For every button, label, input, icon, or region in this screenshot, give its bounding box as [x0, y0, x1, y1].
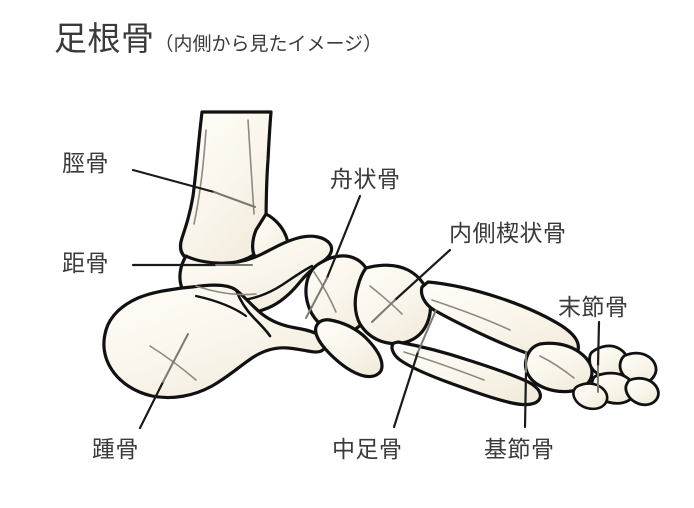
bone-cuboid — [314, 318, 384, 379]
page-title-main: 足根骨 — [54, 20, 155, 57]
leader-inner-metatarsal — [417, 309, 437, 353]
bone-group — [102, 110, 660, 411]
bone-calcaneus-groove — [194, 294, 248, 318]
label-navicular: 舟状骨 — [330, 166, 401, 192]
leader-line-distal-phalanx — [596, 320, 601, 368]
page-title: 足根骨（内側から見たイメージ） — [54, 22, 382, 55]
leader-line-metatarsal — [392, 350, 420, 429]
leader-inner-calcaneus — [162, 333, 189, 383]
bone-calcaneus-sustentaculum — [234, 288, 272, 338]
leader-inner-tibia — [213, 191, 256, 208]
page-title-subtitle: （内側から見たイメージ） — [154, 34, 383, 55]
leader-inner-navicular — [305, 277, 328, 319]
leader-lines — [131, 168, 601, 430]
leader-line-calcaneus — [138, 380, 165, 430]
bone-talus-neck — [236, 264, 314, 302]
leader-lines-inner — [162, 191, 599, 393]
label-distal-phalanx: 末節骨 — [558, 294, 629, 320]
label-tibia: 脛骨 — [62, 150, 109, 176]
leader-inner-cuneiform — [371, 299, 396, 323]
bone-distal-phalanx-4 — [624, 376, 660, 407]
label-talus: 距骨 — [62, 250, 109, 276]
label-metatarsal: 中足骨 — [332, 436, 403, 462]
leader-line-medial-cuneiform — [393, 248, 452, 302]
label-calcaneus: 踵骨 — [92, 436, 139, 462]
bone-inner-seams — [149, 119, 575, 381]
label-medial-cuneiform: 内側楔状骨 — [449, 220, 567, 246]
bone-distal-phalanx-5 — [572, 382, 609, 411]
leader-line-proximal-phalanx — [523, 370, 528, 429]
leader-line-tibia — [131, 168, 216, 194]
label-proximal-phalanx: 基節骨 — [484, 436, 555, 462]
bone-calcaneus — [102, 283, 328, 400]
leader-line-navicular — [325, 194, 362, 280]
